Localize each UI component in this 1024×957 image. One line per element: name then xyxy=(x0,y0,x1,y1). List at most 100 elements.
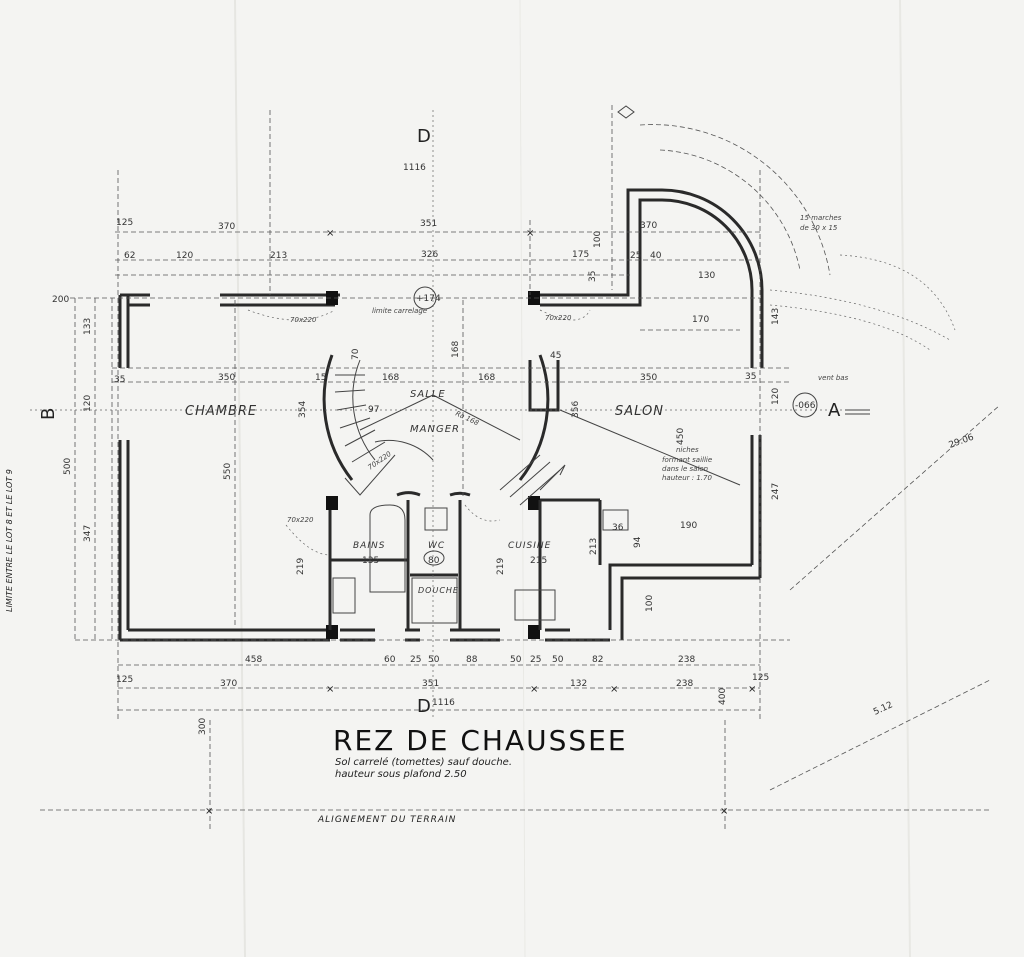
dim-mid-168c: 168 xyxy=(451,341,461,358)
section-mark-right: A xyxy=(828,400,841,421)
dim-bot-50b: 50 xyxy=(510,655,522,665)
section-markers: D D B A xyxy=(38,105,870,717)
note-niches-1: niches xyxy=(676,446,699,454)
dim-top-213: 213 xyxy=(270,251,287,261)
title-block: REZ DE CHAUSSEE Sol carrelé (tomettes) s… xyxy=(5,469,628,825)
svg-text:×: × xyxy=(748,684,756,695)
limit-label: LIMITE ENTRE LE LOT 8 ET LE LOT 9 xyxy=(5,469,14,612)
dim-mid-550: 550 xyxy=(223,463,233,480)
dim-bath-215: 215 xyxy=(530,556,547,566)
dim-bot-50c: 50 xyxy=(552,655,564,665)
dim-bot-82: 82 xyxy=(592,655,603,665)
drawing-subtitle-1: Sol carrelé (tomettes) sauf douche. xyxy=(335,756,512,768)
dim-mid-120r: 120 xyxy=(771,388,781,405)
room-wc: WC xyxy=(428,541,445,551)
dim-mid-356: 356 xyxy=(571,401,581,418)
dim-left-347: 347 xyxy=(83,525,93,542)
dim-bot-458: 458 xyxy=(245,655,262,665)
dim-bath-80: 80 xyxy=(428,556,440,566)
section-mark-left: B xyxy=(38,408,59,420)
section-mark-top: D xyxy=(417,126,431,147)
note-niches-4: hauteur : 1.70 xyxy=(662,474,712,482)
dim-mid-143: 143 xyxy=(771,308,781,325)
svg-text:×: × xyxy=(610,684,618,695)
door-swings xyxy=(247,309,591,556)
room-cuisine: CUISINE xyxy=(508,541,551,551)
door-size-2: 70x220 xyxy=(545,314,572,322)
dim-bot-300: 300 xyxy=(198,718,208,735)
dim-bot-88: 88 xyxy=(466,655,478,665)
note-niches-3: dans le salon xyxy=(662,465,708,473)
svg-text:×: × xyxy=(326,684,334,695)
note-marches-1: 15 marches xyxy=(800,214,842,222)
dim-bot-25a: 25 xyxy=(410,655,421,665)
dim-bot-60: 60 xyxy=(384,655,396,665)
dim-left-200: 200 xyxy=(52,295,69,305)
dim-bot-1116: 1116 xyxy=(432,698,455,708)
dim-bot-125: 125 xyxy=(116,675,133,685)
dim-mid-168a: 168 xyxy=(382,373,399,383)
room-salon: SALON xyxy=(615,404,664,419)
svg-text:×: × xyxy=(326,228,334,239)
dim-mid-35r: 35 xyxy=(745,372,756,382)
stair-right xyxy=(499,454,566,506)
dim-top-326: 326 xyxy=(421,250,438,260)
dim-top-175: 175 xyxy=(572,250,589,260)
dim-top-370b: 370 xyxy=(640,221,657,231)
room-chambre: CHAMBRE xyxy=(185,404,257,419)
dimension-lines xyxy=(30,105,1001,830)
note-limite-carrelage: limite carrelage xyxy=(372,307,427,315)
dim-bath-94: 94 xyxy=(633,536,643,548)
room-labels: CHAMBRE SALLE MANGER SALON BAINS WC CUIS… xyxy=(185,389,664,595)
note-marches-2: de 30 x 15 xyxy=(800,224,838,232)
dim-bot-238a: 238 xyxy=(678,655,695,665)
dim-bath-213: 213 xyxy=(589,538,599,555)
level-066: -066 xyxy=(795,401,816,411)
dim-left-35: 35 xyxy=(114,375,125,385)
dimension-ticks: × × × × × × × × xyxy=(205,228,756,817)
dim-bot-25b: 25 xyxy=(530,655,541,665)
dim-left-500: 500 xyxy=(63,458,73,475)
dim-left-120: 120 xyxy=(83,395,93,412)
dim-bot-50a: 50 xyxy=(428,655,440,665)
dim-mid-247: 247 xyxy=(771,483,781,500)
dim-mid-350a: 350 xyxy=(218,373,235,383)
dim-top-62: 62 xyxy=(124,251,135,261)
dim-mid-97: 97 xyxy=(368,405,379,415)
svg-text:×: × xyxy=(526,228,534,239)
room-salle: SALLE xyxy=(410,389,446,400)
dim-bot-351: 351 xyxy=(422,679,439,689)
dim-top-170: 170 xyxy=(692,315,709,325)
interior-walls xyxy=(322,354,602,630)
door-size-3: 70x220 xyxy=(287,516,314,524)
section-mark-bottom: D xyxy=(417,696,431,717)
dim-top-120: 120 xyxy=(176,251,193,261)
dim-mid-45: 45 xyxy=(550,351,561,361)
room-douche: DOUCHE xyxy=(418,586,459,595)
terrain-label: ALIGNEMENT DU TERRAIN xyxy=(317,815,456,825)
pillars xyxy=(326,291,540,639)
dim-top-116: 1116 xyxy=(403,163,426,173)
dim-mid-190: 190 xyxy=(680,521,697,531)
dim-mid-15: 15 xyxy=(315,373,326,383)
dim-bot-238b: 238 xyxy=(676,679,693,689)
dim-left-133: 133 xyxy=(83,318,93,335)
dim-mid-168b: 168 xyxy=(478,373,495,383)
dim-mid-450: 450 xyxy=(676,428,686,445)
dim-bath-36: 36 xyxy=(612,523,624,533)
dim-top-25: 25 xyxy=(630,251,641,261)
level-174: +174 xyxy=(416,294,441,304)
room-bains: BAINS xyxy=(353,541,385,551)
svg-text:×: × xyxy=(205,806,213,817)
dim-bath-219a: 219 xyxy=(296,558,306,575)
door-size-1: 70x220 xyxy=(290,316,317,324)
note-niches-2: formant saillie xyxy=(662,456,712,464)
dim-bath-135: 135 xyxy=(362,556,379,566)
dim-top-35: 35 xyxy=(588,271,598,282)
svg-text:×: × xyxy=(720,806,728,817)
drawing-title: REZ DE CHAUSSEE xyxy=(333,724,628,757)
dim-top-125: 125 xyxy=(116,218,133,228)
room-manger: MANGER xyxy=(410,424,460,435)
